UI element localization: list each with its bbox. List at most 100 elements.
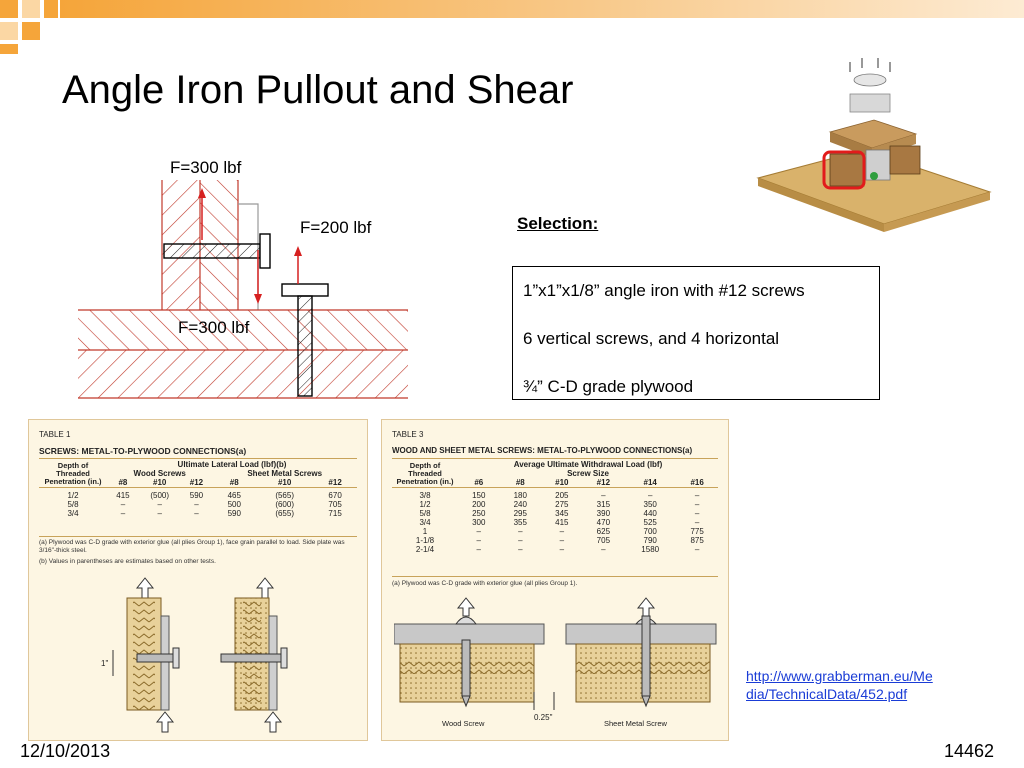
selection-item-1: 1”x1”x1/8” angle iron with #12 screws [523,281,805,300]
table-cell: – [694,509,700,518]
table-cell: 1580 [641,545,660,554]
table-cell: 355 [513,518,527,527]
table1-col: #8 [229,478,239,487]
selection-box: 1”x1”x1/8” angle iron with #12 screws 6 … [512,266,880,400]
table1-label: TABLE 1 [39,430,71,439]
reference-link-line2[interactable]: dia/TechnicalData/452.pdf [746,686,908,702]
table1-note-a: (a) Plywood was C-D grade with exterior … [39,539,345,554]
table1-title: SCREWS: METAL-TO-PLYWOOD CONNECTIONS(a) [39,446,247,456]
table3-group-header: Average Ultimate Withdrawal Load (lbf) [513,460,663,469]
table-cell: 350 [643,500,657,509]
table-cell: 590 [189,491,204,500]
table-cell: 5/8 [419,509,431,518]
reference-link-line1[interactable]: http://www.grabberman.eu/Me [746,668,933,684]
table-row: 3/8 150 180 205 – – – [392,491,718,500]
force-label-top: F=300 lbf [170,158,242,177]
table-cell: 275 [555,500,569,509]
table-cell: 150 [472,491,486,500]
table1-col: #12 [328,478,342,487]
table-cell: (500) [150,491,170,500]
table-cell: – [601,545,606,554]
plywood-base-top [78,310,408,350]
corner-square-1 [0,0,18,18]
mount-plate [849,93,891,113]
table1-col: #12 [189,478,204,487]
table-cell: 180 [513,491,527,500]
table-row: 1-1/8 – – – 705 790 875 [392,536,718,545]
caption-sheet-metal-screw: Sheet Metal Screw [604,719,668,728]
plywood-base-bottom [78,350,408,398]
table-cell: 705 [596,536,611,545]
table-cell: 345 [555,509,569,518]
table-cell: 700 [643,527,657,536]
table1-col: #8 [118,478,128,487]
corner-square-5 [22,22,40,40]
table-cell: 705 [328,500,342,509]
dim-label: 1" [101,659,108,668]
table-cell: 415 [116,491,130,500]
table-row: 5/8 – – – 500 (600) 705 [39,500,357,509]
table-cell: 3/8 [419,491,431,500]
table1-subgroup-metal: Sheet Metal Screws [247,469,323,478]
table1-data: Depth of Threaded Penetration (in.) Ulti… [39,460,357,518]
table-cell: 315 [596,500,611,509]
table-cell: 295 [513,509,527,518]
table3-col: #14 [643,478,657,487]
table-cell: 500 [227,500,241,509]
table-cell: 2-1/4 [415,545,435,554]
header-gradient-bar [60,0,1024,18]
assembly-illustration [756,58,992,232]
table-cell: 1/2 [67,491,79,500]
table-cell: – [194,500,199,509]
table1-subgroup-wood: Wood Screws [133,469,186,478]
table-cell: (600) [275,500,294,509]
table3-col: #8 [515,478,525,487]
table3-subgroup: Screw Size [567,469,609,478]
table-row: 1/2 200 240 275 315 350 – [392,500,718,509]
table-cell: 790 [643,536,657,545]
table-cell: – [194,509,199,518]
table-cell: 590 [227,509,241,518]
table-cell: 300 [472,518,486,527]
table-cell: 415 [555,518,569,527]
table-cell: – [694,518,700,527]
table-cell: 775 [690,527,704,536]
slide-date: 12/10/2013 [20,741,111,761]
table-cell: – [476,545,481,554]
table-cell: – [601,491,606,500]
table1-depth-header: Depth of Threaded Penetration (in.) [44,460,102,486]
table3-illustration: 0.25" Wood Screw Sheet Metal Screw [394,597,717,728]
table-cell: 250 [472,509,486,518]
table-cell: 240 [513,500,527,509]
table-cell: – [476,536,481,545]
reference-link[interactable]: http://www.grabberman.eu/Me dia/Technica… [746,667,966,703]
table-cell: 1-1/8 [415,536,435,545]
table-cell: (565) [275,491,294,500]
table-cell: 3/4 [419,518,431,527]
table-row: 3/4 – – – 590 (655) 715 [39,509,357,518]
table3-title: WOOD AND SHEET METAL SCREWS: METAL-TO-PL… [392,446,693,455]
table-cell: (655) [275,509,294,518]
table3-col: #12 [596,478,611,487]
table-cell: – [647,491,653,500]
table-row: 5/8 250 295 345 390 440 – [392,509,718,518]
table-cell: 525 [643,518,657,527]
table-cell: 670 [328,491,342,500]
table-cell: – [559,545,565,554]
table-cell: – [559,536,565,545]
table-cell: – [518,545,523,554]
table3-note-a: (a) Plywood was C-D grade with exterior … [392,580,578,587]
corner-square-4 [0,22,18,40]
slide-page-number: 14462 [944,741,995,761]
table-cell: 625 [596,527,611,536]
table-cell: – [694,545,700,554]
force-label-bottom: F=300 lbf [178,318,250,337]
selection-item-2: 6 vertical screws, and 4 horizontal [523,329,780,348]
table-cell: 470 [596,518,611,527]
table-cell: 3/4 [67,509,79,518]
dim-label: 0.25" [534,713,553,722]
upright-block [829,153,865,187]
table3-panel: TABLE 3 WOOD AND SHEET METAL SCREWS: MET… [381,419,729,741]
table-cell: 205 [555,491,569,500]
corner-square-3 [44,0,58,18]
